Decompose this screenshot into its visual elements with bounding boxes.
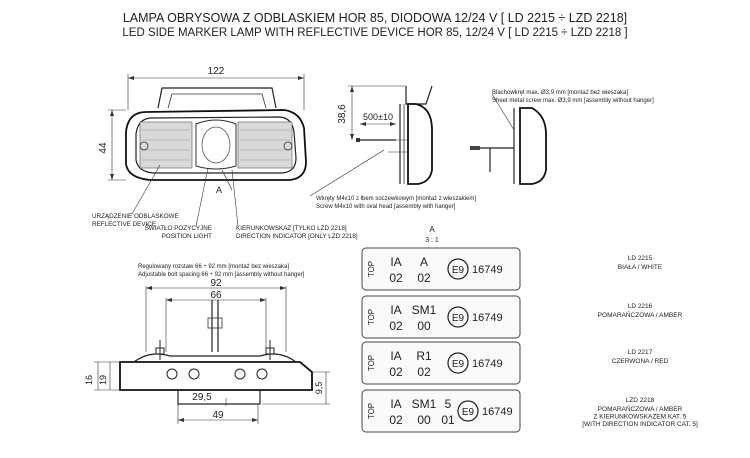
top-marking: TOP [367, 403, 376, 419]
category-bottom: 00 [417, 319, 431, 333]
front-height-dim: 44 [98, 142, 109, 154]
approval-mark: E9 [462, 407, 475, 418]
top-marking: TOP [367, 261, 376, 277]
variant-code: LD 2217 [628, 349, 653, 356]
variant-color: BIAŁA / WHITE [618, 264, 663, 271]
approval-circle [447, 258, 469, 280]
label-plate: TOP IA 02 SM1 00 5 01 E9 16749 LZD 2218POMARAŃCZO… [361, 389, 698, 433]
class-ia: IA [390, 349, 401, 363]
approval-number: 16749 [472, 358, 503, 370]
category-top: SM1 [412, 303, 437, 317]
class-row2: 02 [389, 413, 403, 427]
front-view: 122 44 A [98, 66, 307, 227]
approval-mark: E9 [452, 359, 465, 370]
label-outline [361, 389, 521, 433]
front-width-dim: 122 [208, 66, 225, 77]
category-bottom: 02 [417, 271, 431, 285]
approval-circle [447, 306, 469, 328]
variant-color: [WITH DIRECTION INDICATOR CAT. 5] [582, 421, 698, 428]
label-outline [361, 341, 521, 385]
sheet-screw-note: Blachowkręt max. Ø3,9 mm [montaż bez wie… [492, 90, 654, 104]
category-top: A [420, 255, 428, 269]
detail-a-label: A [429, 225, 435, 234]
dim-29-5: 29,5 [192, 392, 212, 403]
side-height-dim: 38,6 [337, 104, 348, 124]
variant-code: LD 2216 [628, 303, 653, 310]
approval-number: 16749 [472, 264, 503, 276]
bolt-spacing-note: Regulowany rozstaw 66 ÷ 92 mm [montaż be… [138, 264, 305, 278]
category-top: SM1 [412, 397, 437, 411]
dim-49: 49 [212, 410, 224, 421]
title-polish: LAMPA OBRYSOWA Z ODBLASKIEM HOR 85, DIOD… [123, 11, 627, 25]
approval-mark: E9 [452, 265, 465, 276]
detail-a-scale: 3 : 1 [425, 237, 439, 244]
approval-circle [457, 400, 479, 422]
category-extra-top: 5 [445, 397, 452, 411]
dim-16: 16 [84, 375, 94, 385]
variant-code: LD 2215 [628, 255, 653, 262]
variant-color: POMARAŃCZOWA / AMBER [598, 404, 683, 413]
class-ia: IA [390, 303, 401, 317]
label-outline [361, 295, 521, 339]
class-ia: IA [390, 255, 401, 269]
approval-number: 16749 [482, 406, 513, 418]
category-bottom: 00 [417, 413, 431, 427]
variant-color: POMARAŃCZOWA / AMBER [598, 310, 683, 319]
top-marking: TOP [367, 309, 376, 325]
side-view: 38,6 500±10 Wkręty M4x10 z łbem soczewko… [309, 85, 478, 210]
category-top: R1 [416, 349, 432, 363]
class-ia: IA [390, 397, 401, 411]
variant-color: CZERWONA / RED [612, 358, 669, 365]
approval-number: 16749 [472, 312, 503, 324]
category-bottom: 02 [417, 365, 431, 379]
detail-a-marker: A [216, 185, 222, 195]
variant-color: Z KIERUNKOWSKAZEM KAT. 5 [593, 414, 686, 421]
dim-66: 66 [210, 290, 222, 301]
title-english: LED SIDE MARKER LAMP WITH REFLECTIVE DEV… [122, 27, 627, 39]
dim-9-5: 9,5 [314, 382, 324, 395]
callout-direction-indicator: KIERUNKOWSKAZ [TYLKO LZD 2218]DIRECTION … [236, 225, 358, 240]
approval-mark: E9 [452, 313, 465, 324]
label-outline [361, 247, 521, 291]
class-row2: 02 [389, 365, 403, 379]
variant-code: LZD 2218 [626, 397, 655, 404]
hanger-side-view: Blachowkręt max. Ø3,9 mm [montaż bez wie… [470, 90, 654, 185]
dim-92: 92 [210, 278, 222, 289]
top-marking: TOP [367, 355, 376, 371]
class-row2: 02 [389, 271, 403, 285]
category-extra-bottom: 01 [441, 413, 455, 427]
approval-circle [447, 352, 469, 374]
cable-length-dim: 500±10 [363, 112, 393, 122]
bottom-view: Regulowany rozstaw 66 ÷ 92 mm [montaż be… [84, 264, 330, 424]
class-row2: 02 [389, 319, 403, 333]
dim-19: 19 [98, 375, 108, 385]
screw-note: Wkręty M4x10 z łbem soczewkowym [montaż … [316, 196, 478, 210]
